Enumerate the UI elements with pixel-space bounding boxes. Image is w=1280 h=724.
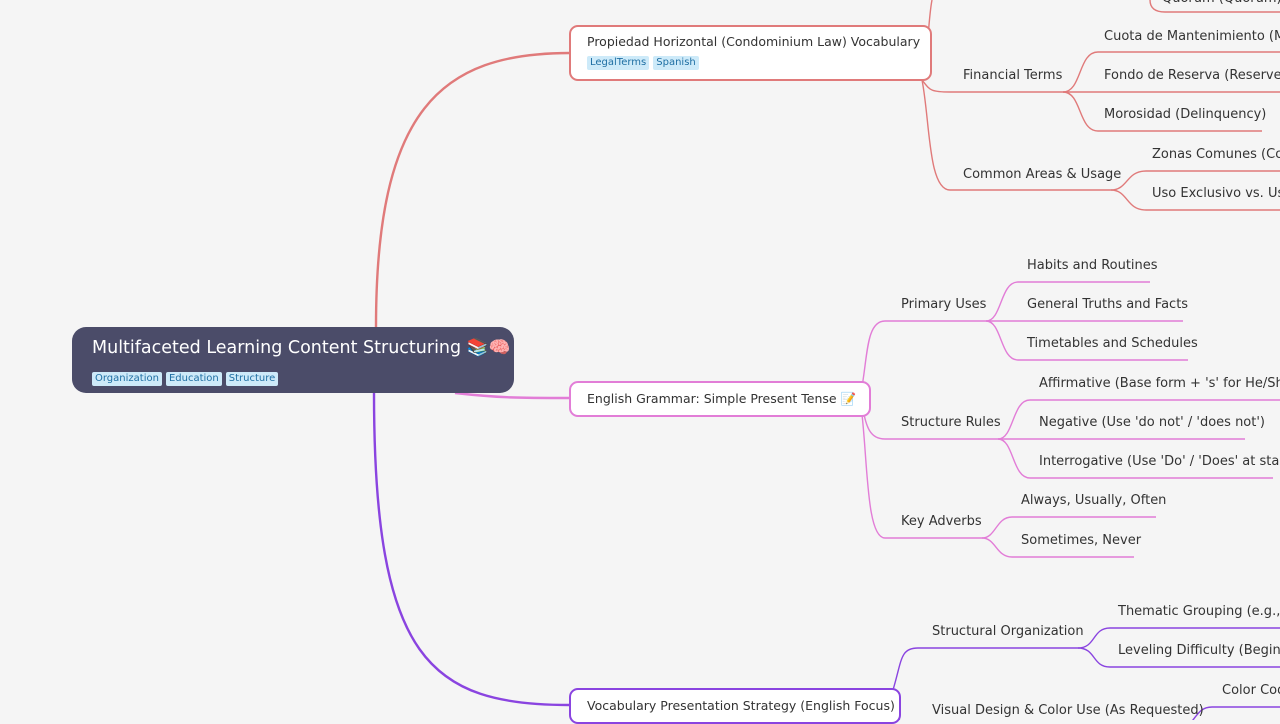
leaf-negative[interactable]: Negative (Use 'do not' / 'does not'): [1039, 415, 1266, 430]
branch-vocabulary-strategy[interactable]: Vocabulary Presentation Strategy (Englis…: [569, 688, 901, 724]
subtopic-structural-organization[interactable]: Structural Organization: [932, 624, 1084, 639]
tag-structure[interactable]: Structure: [225, 372, 279, 386]
leaf-fondo-reserva[interactable]: Fondo de Reserva (Reserve Fu: [1104, 68, 1280, 83]
leaf-interrogative[interactable]: Interrogative (Use 'Do' / 'Does' at star…: [1039, 454, 1280, 469]
connector-root-propiedad: [374, 51, 571, 328]
leaf-uso-exclusivo[interactable]: Uso Exclusivo vs. Uso: [1152, 186, 1280, 201]
grammar-subtree-connectors: [859, 281, 1280, 558]
tag-legalterms[interactable]: LegalTerms: [587, 56, 650, 70]
leaf-cuota-mantenimiento[interactable]: Cuota de Mantenimiento (Mai: [1104, 29, 1280, 44]
connector-root-grammar: [454, 391, 571, 400]
leaf-thematic-grouping[interactable]: Thematic Grouping (e.g., Le: [1118, 604, 1280, 619]
branch-propiedad-horizontal[interactable]: Propiedad Horizontal (Condominium Law) V…: [569, 25, 932, 81]
leaf-sometimes-never[interactable]: Sometimes, Never: [1021, 533, 1142, 548]
tag-organization[interactable]: Organization: [92, 372, 162, 386]
subtopic-key-adverbs[interactable]: Key Adverbs: [901, 514, 982, 529]
subtopic-structure-rules[interactable]: Structure Rules: [901, 415, 1001, 430]
subtopic-common-areas[interactable]: Common Areas & Usage: [963, 167, 1122, 182]
connector-root-vocab: [372, 392, 571, 707]
subtopic-visual-design[interactable]: Visual Design & Color Use (As Requested): [932, 703, 1204, 718]
propiedad-subtree-connectors: [921, 0, 1280, 211]
root-title: Multifaceted Learning Content Structurin…: [92, 338, 511, 358]
tag-spanish[interactable]: Spanish: [653, 56, 699, 70]
leaf-habits-routines[interactable]: Habits and Routines: [1027, 258, 1158, 273]
branch-grammar-title: English Grammar: Simple Present Tense 📝: [587, 391, 857, 406]
branch-english-grammar[interactable]: English Grammar: Simple Present Tense 📝: [569, 381, 871, 417]
leaf-quorum[interactable]: Quórum (Quorum): [1162, 0, 1280, 8]
branch-vocab-title: Vocabulary Presentation Strategy (Englis…: [587, 698, 895, 713]
leaf-timetables[interactable]: Timetables and Schedules: [1027, 336, 1198, 351]
root-node[interactable]: Multifaceted Learning Content Structurin…: [72, 327, 514, 393]
subtopic-primary-uses[interactable]: Primary Uses: [901, 297, 987, 312]
branch-propiedad-title: Propiedad Horizontal (Condominium Law) V…: [587, 34, 921, 49]
leaf-color-coding[interactable]: Color Cod: [1222, 683, 1280, 698]
leaf-always-usually-often[interactable]: Always, Usually, Often: [1021, 493, 1167, 508]
tag-education[interactable]: Education: [165, 372, 222, 386]
leaf-general-truths[interactable]: General Truths and Facts: [1027, 297, 1189, 312]
leaf-morosidad[interactable]: Morosidad (Delinquency): [1104, 107, 1267, 122]
leaf-leveling-difficulty[interactable]: Leveling Difficulty (Beginne: [1118, 643, 1280, 658]
leaf-affirmative[interactable]: Affirmative (Base form + 's' for He/She/…: [1039, 376, 1280, 391]
subtopic-financial-terms[interactable]: Financial Terms: [963, 68, 1063, 83]
leaf-zonas-comunes[interactable]: Zonas Comunes (Com: [1152, 147, 1280, 162]
